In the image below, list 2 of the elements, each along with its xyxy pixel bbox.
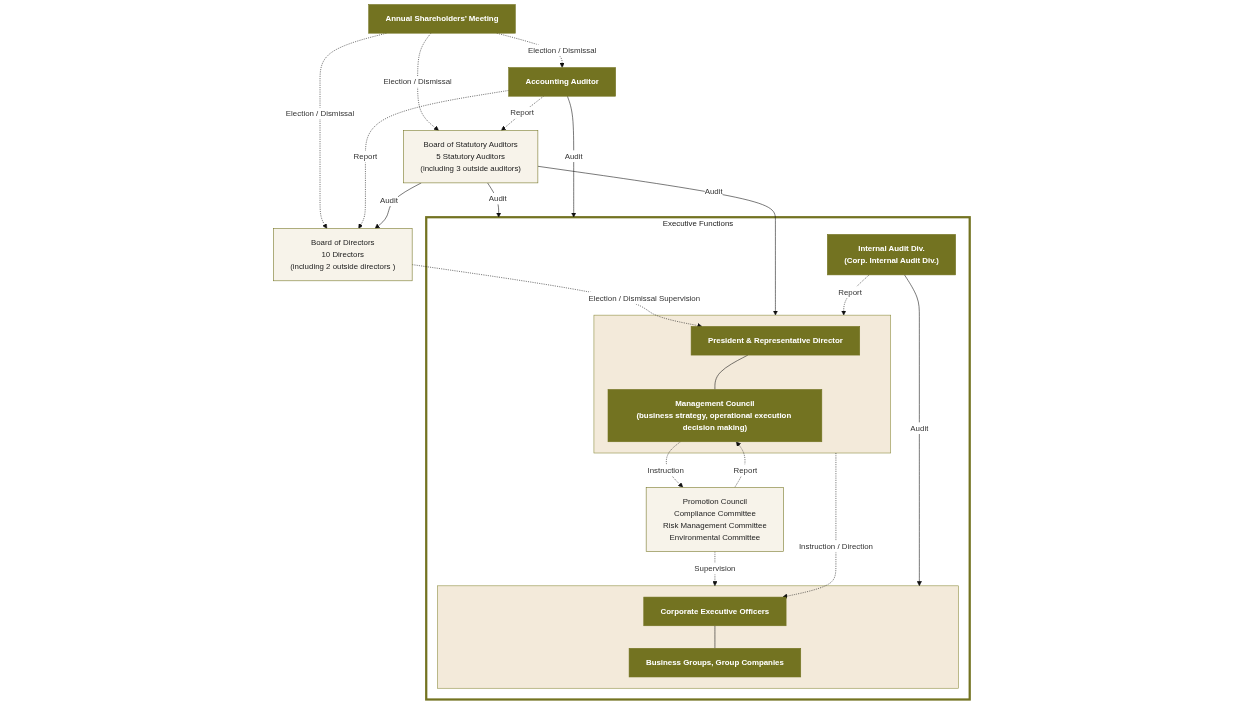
cluster [437,585,959,689]
cluster [593,314,891,454]
